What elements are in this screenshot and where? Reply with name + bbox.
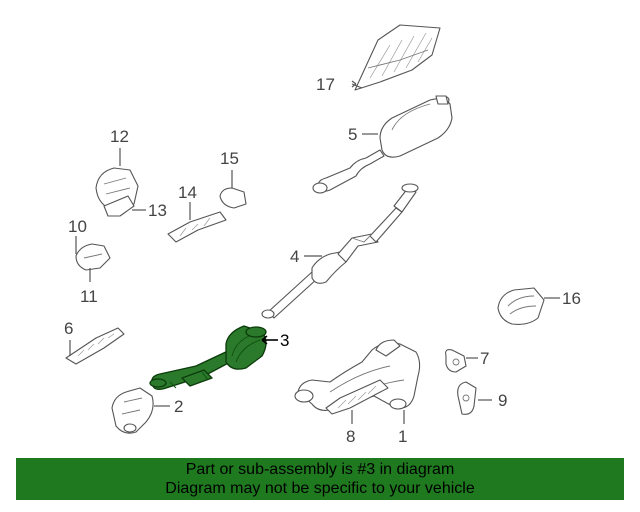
part-14-bracket[interactable] — [167, 211, 227, 243]
part-15-clamp[interactable] — [219, 187, 247, 209]
part-16-heat-shield[interactable] — [497, 287, 545, 325]
info-banner: Part or sub-assembly is #3 in diagram Di… — [16, 458, 624, 500]
part-10-hanger[interactable] — [75, 243, 111, 271]
callout-4[interactable]: 4 — [290, 247, 299, 266]
part-6-heat-shield[interactable] — [65, 327, 125, 365]
callout-3[interactable]: 3 — [280, 331, 289, 350]
part-9-gasket[interactable] — [457, 381, 477, 415]
callout-12[interactable]: 12 — [110, 127, 129, 146]
callout-10[interactable]: 10 — [68, 217, 87, 236]
banner-line-2: Diagram may not be specific to your vehi… — [165, 480, 475, 497]
callout-13[interactable]: 13 — [148, 201, 167, 220]
callout-15[interactable]: 15 — [220, 149, 239, 168]
part-7-gasket[interactable] — [445, 349, 467, 373]
callout-17[interactable]: 17 — [316, 75, 335, 94]
callout-8[interactable]: 8 — [346, 427, 355, 446]
leader-17 — [351, 83, 363, 89]
callout-6[interactable]: 6 — [64, 319, 73, 338]
part-2-flange[interactable] — [111, 387, 154, 434]
part-5-muffler[interactable] — [312, 95, 453, 194]
part-4-intermediate-pipe[interactable] — [261, 183, 419, 319]
part-13-bracket[interactable] — [103, 195, 135, 217]
callout-14[interactable]: 14 — [178, 183, 197, 202]
callout-1[interactable]: 1 — [398, 427, 407, 446]
part-8-heat-shield[interactable] — [325, 379, 389, 415]
callout-5[interactable]: 5 — [348, 125, 357, 144]
callout-11[interactable]: 11 — [80, 287, 98, 306]
callout-2[interactable]: 2 — [174, 397, 183, 416]
part-17-heat-shield[interactable] — [354, 24, 441, 91]
callout-16[interactable]: 16 — [562, 289, 581, 308]
callout-9[interactable]: 9 — [498, 391, 507, 410]
callout-7[interactable]: 7 — [480, 349, 489, 368]
banner-line-1: Part or sub-assembly is #3 in diagram — [185, 461, 455, 478]
part-3-front-pipe-catalytic-converter[interactable] — [149, 325, 267, 390]
